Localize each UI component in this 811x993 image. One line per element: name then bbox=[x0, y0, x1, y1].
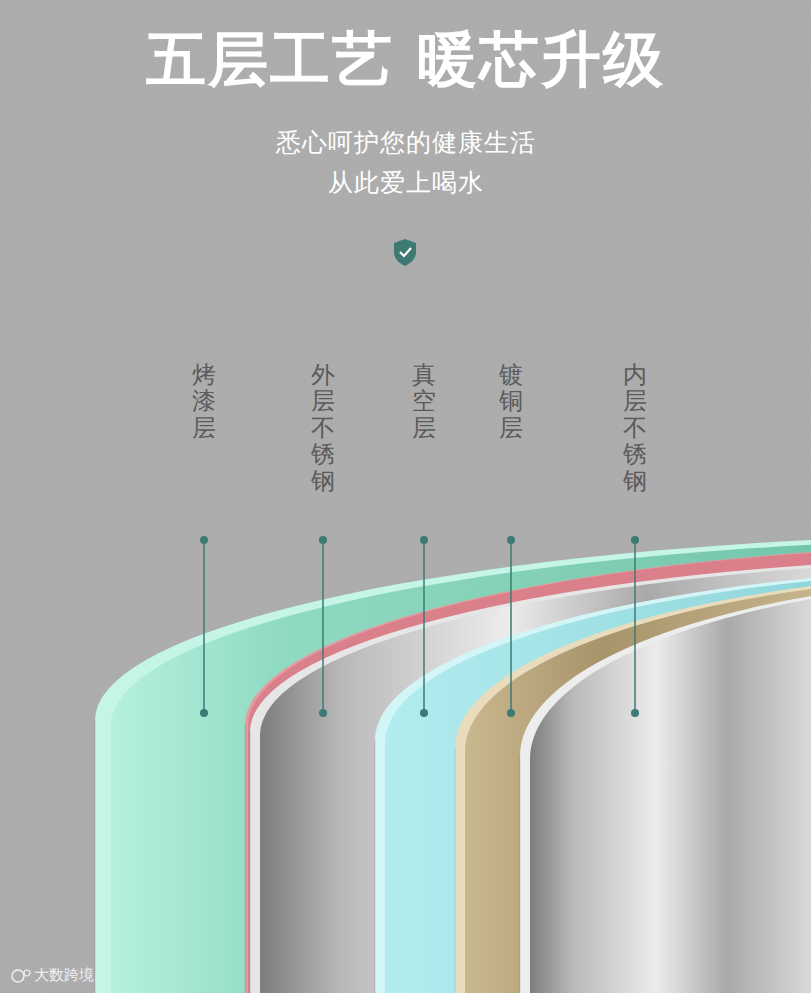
layer-edge bbox=[375, 740, 376, 993]
leader-line bbox=[322, 540, 324, 713]
layer-label: 外层不锈钢 bbox=[311, 362, 335, 494]
leader-line bbox=[423, 540, 425, 713]
watermark: 大数跨境 bbox=[34, 966, 94, 985]
leader-dot bbox=[319, 536, 327, 544]
check-mark bbox=[400, 248, 411, 256]
layer-rim bbox=[455, 586, 811, 993]
leader-dot bbox=[631, 536, 639, 544]
layer-label: 内层不锈钢 bbox=[623, 362, 647, 494]
layer-face bbox=[385, 581, 811, 993]
title: 五层工艺 暖芯升级 bbox=[0, 20, 811, 101]
layer-edge bbox=[520, 756, 521, 993]
layer-face bbox=[260, 568, 811, 993]
leader-dot bbox=[507, 709, 515, 717]
watermark-logo bbox=[12, 970, 30, 982]
subtitle: 从此爱上喝水 bbox=[0, 166, 811, 199]
leader-line bbox=[510, 540, 512, 713]
layer-edge bbox=[455, 748, 456, 993]
layer-face bbox=[111, 545, 811, 993]
leader-dot bbox=[200, 709, 208, 717]
leader-dot bbox=[631, 709, 639, 717]
layer-rim bbox=[520, 596, 811, 993]
layer-rim bbox=[95, 540, 811, 993]
layer-face bbox=[465, 589, 811, 993]
leader-dot bbox=[200, 536, 208, 544]
layer-rim bbox=[245, 552, 811, 993]
layer-face bbox=[530, 599, 811, 993]
layer-edge bbox=[250, 732, 251, 993]
shield-icon bbox=[394, 239, 416, 266]
shield-shape bbox=[394, 239, 416, 266]
leader-dot bbox=[420, 536, 428, 544]
leader-lines bbox=[200, 536, 639, 717]
layer-rim bbox=[250, 565, 811, 993]
leader-dot bbox=[507, 536, 515, 544]
logo-dot bbox=[24, 970, 30, 976]
leader-dot bbox=[420, 709, 428, 717]
layer-face bbox=[248, 553, 811, 993]
layer-edge bbox=[245, 725, 246, 993]
subtitle: 悉心呵护您的健康生活 bbox=[0, 126, 811, 159]
layer-label: 烤漆层 bbox=[192, 362, 216, 441]
layer-label: 真空层 bbox=[412, 362, 436, 441]
layer-label: 镀铜层 bbox=[499, 362, 523, 441]
leader-line bbox=[634, 540, 636, 713]
leader-dot bbox=[319, 709, 327, 717]
layer-rim bbox=[375, 578, 811, 993]
leader-line bbox=[203, 540, 205, 713]
logo-ring bbox=[12, 970, 24, 982]
cup-layers bbox=[95, 540, 811, 993]
layer-edge bbox=[95, 720, 96, 993]
